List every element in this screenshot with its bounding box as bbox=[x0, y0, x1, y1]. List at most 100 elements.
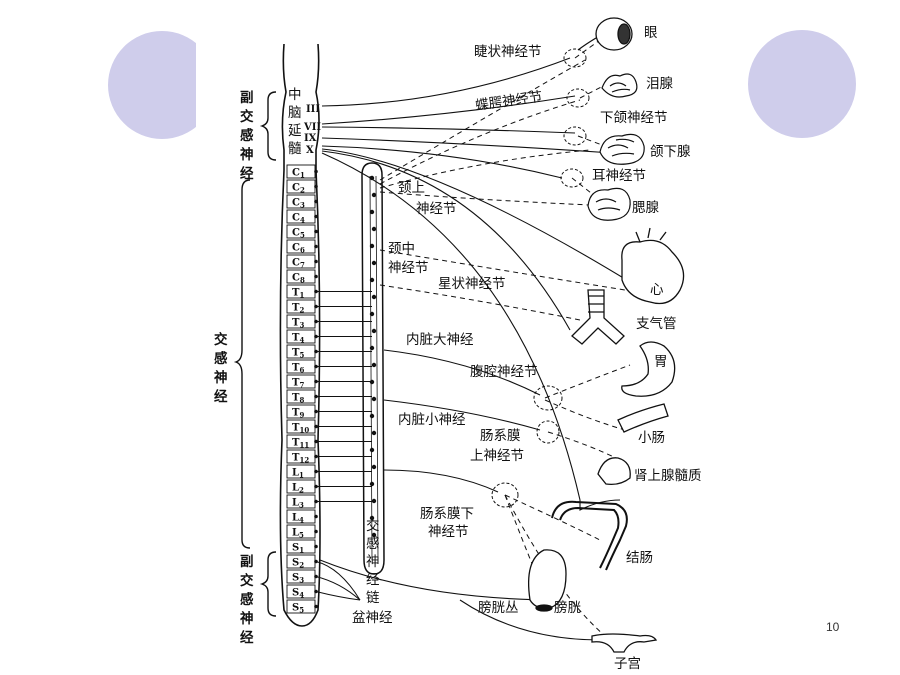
chain-ganglion bbox=[371, 396, 377, 402]
chain-ganglion bbox=[371, 260, 377, 266]
greater-splanchnic-path bbox=[383, 349, 541, 396]
cranial-nerve-labels: III VII IX X bbox=[303, 104, 325, 156]
segment-label: T7 bbox=[292, 378, 304, 390]
chain-ganglion bbox=[371, 328, 377, 334]
label-submandibular-ganglion: 下颌神经节 bbox=[600, 110, 668, 126]
chain-ganglion bbox=[371, 498, 377, 504]
fiber-x-vagus bbox=[321, 152, 581, 501]
otic-ganglion-circle bbox=[560, 168, 584, 188]
organ-bladder bbox=[527, 549, 567, 612]
celiac-ganglion-circle bbox=[533, 385, 563, 411]
segment-label: T4 bbox=[292, 333, 304, 345]
organ-eye bbox=[577, 17, 633, 51]
label-middle-cervical-2: 神经节 bbox=[388, 260, 429, 276]
segment-dot bbox=[314, 169, 318, 174]
chain-ganglion bbox=[371, 532, 377, 538]
segment-dot bbox=[314, 229, 318, 234]
organ-stomach bbox=[621, 341, 676, 397]
segment-label: S3 bbox=[292, 573, 304, 585]
organ-submandibular-gland bbox=[599, 133, 645, 165]
segment-label: T9 bbox=[292, 408, 304, 420]
segment-label: S4 bbox=[292, 588, 304, 600]
segment-label: T1 bbox=[292, 288, 304, 300]
chain-ganglion bbox=[369, 243, 375, 249]
chain-ganglion bbox=[371, 430, 377, 436]
label-inferior-mesenteric-2: 神经节 bbox=[428, 524, 469, 540]
segment-dot bbox=[314, 199, 318, 204]
segment-label: L4 bbox=[292, 513, 304, 525]
chain-ganglion bbox=[371, 226, 377, 232]
chain-ganglion bbox=[369, 277, 375, 283]
inferior-mesenteric-circle bbox=[491, 482, 519, 508]
segment-label: T6 bbox=[292, 363, 304, 375]
organ-bronchus bbox=[571, 289, 625, 345]
label-superior-mesenteric-1: 肠系膜 bbox=[480, 428, 521, 444]
segment-label: C4 bbox=[292, 213, 305, 225]
label-bladder: 膀胱 bbox=[554, 599, 582, 616]
label-superior-cervical-1: 颈上 bbox=[398, 180, 425, 196]
bracket-middle bbox=[233, 179, 251, 549]
fiber-vii-b bbox=[321, 126, 576, 134]
chain-ganglion bbox=[371, 362, 377, 368]
submandibular-ganglion-circle bbox=[563, 126, 587, 146]
chain-ganglion bbox=[371, 464, 377, 470]
segment-label: L1 bbox=[292, 468, 304, 480]
segment-label: C7 bbox=[292, 258, 305, 270]
label-pelvic-nerve: 盆神经 bbox=[352, 610, 393, 626]
segment-dot bbox=[314, 259, 318, 264]
label-stomach: 胃 bbox=[654, 354, 668, 370]
label-greater-splanchnic: 内脏大神经 bbox=[406, 332, 474, 348]
label-otic-ganglion: 耳神经节 bbox=[592, 168, 646, 184]
segment-label: C5 bbox=[292, 228, 305, 240]
dash-heart bbox=[379, 249, 626, 291]
label-middle-cervical-1: 颈中 bbox=[388, 241, 415, 257]
pelvic-uterus-path bbox=[459, 599, 601, 641]
segment-label: T2 bbox=[292, 303, 304, 315]
segment-label: S1 bbox=[292, 543, 304, 555]
segment-label: S5 bbox=[292, 603, 304, 615]
label-superior-mesenteric-2: 上神经节 bbox=[470, 448, 524, 464]
segment-label: L3 bbox=[292, 498, 304, 510]
sacral-fiber bbox=[315, 576, 361, 601]
dash-parotid bbox=[379, 191, 591, 206]
label-eye: 眼 bbox=[644, 25, 658, 41]
cranial-fibers bbox=[321, 57, 631, 511]
chain-ganglion bbox=[369, 447, 375, 453]
segment-dot bbox=[314, 274, 318, 279]
organ-small-intestine bbox=[617, 403, 669, 433]
fiber-iii bbox=[321, 57, 571, 107]
label-bronchus: 支气管 bbox=[636, 316, 677, 332]
segment-label: C1 bbox=[292, 168, 305, 180]
fiber-x-bronchi bbox=[321, 150, 571, 331]
segment-label: T11 bbox=[292, 438, 309, 450]
label-inferior-mesenteric-1: 肠系膜下 bbox=[420, 506, 474, 522]
sacral-fiber bbox=[315, 591, 361, 601]
label-vesical-plexus: 膀胱丛 bbox=[478, 599, 519, 616]
slide-number: 10 bbox=[826, 620, 840, 634]
chain-ganglion bbox=[369, 209, 375, 215]
segment-label: T5 bbox=[292, 348, 304, 360]
spinal-segments: C1C2C3C4C5C6C7C8T1T2T3T4T5T6T7T8T9T10T11… bbox=[286, 164, 318, 615]
chain-ganglion bbox=[369, 345, 375, 351]
label-small-intestine: 小肠 bbox=[638, 430, 665, 446]
lumbar-splanchnic-path bbox=[383, 469, 499, 493]
chain-ganglion bbox=[371, 192, 377, 198]
segment-dot bbox=[314, 214, 318, 219]
fiber-x-heart bbox=[321, 148, 631, 283]
segment-label: S2 bbox=[292, 558, 304, 570]
fiber-vii-a bbox=[321, 95, 576, 125]
segment-label: T8 bbox=[292, 393, 304, 405]
label-lesser-splanchnic: 内脏小神经 bbox=[398, 412, 466, 428]
fiber-ix-otic bbox=[321, 145, 563, 179]
segment-label: T3 bbox=[292, 318, 304, 330]
label-stellate-ganglion: 星状神经节 bbox=[438, 276, 506, 292]
dash-bronchus bbox=[379, 284, 581, 321]
label-submandibular-gland: 颌下腺 bbox=[650, 144, 691, 160]
segment-label: L5 bbox=[292, 528, 304, 540]
label-heart: 心 bbox=[650, 282, 664, 298]
chain-ganglion bbox=[369, 413, 375, 419]
label-lacrimal-gland: 泪腺 bbox=[646, 76, 674, 92]
segment-label: L2 bbox=[292, 483, 304, 495]
segment-label: C3 bbox=[292, 198, 305, 210]
